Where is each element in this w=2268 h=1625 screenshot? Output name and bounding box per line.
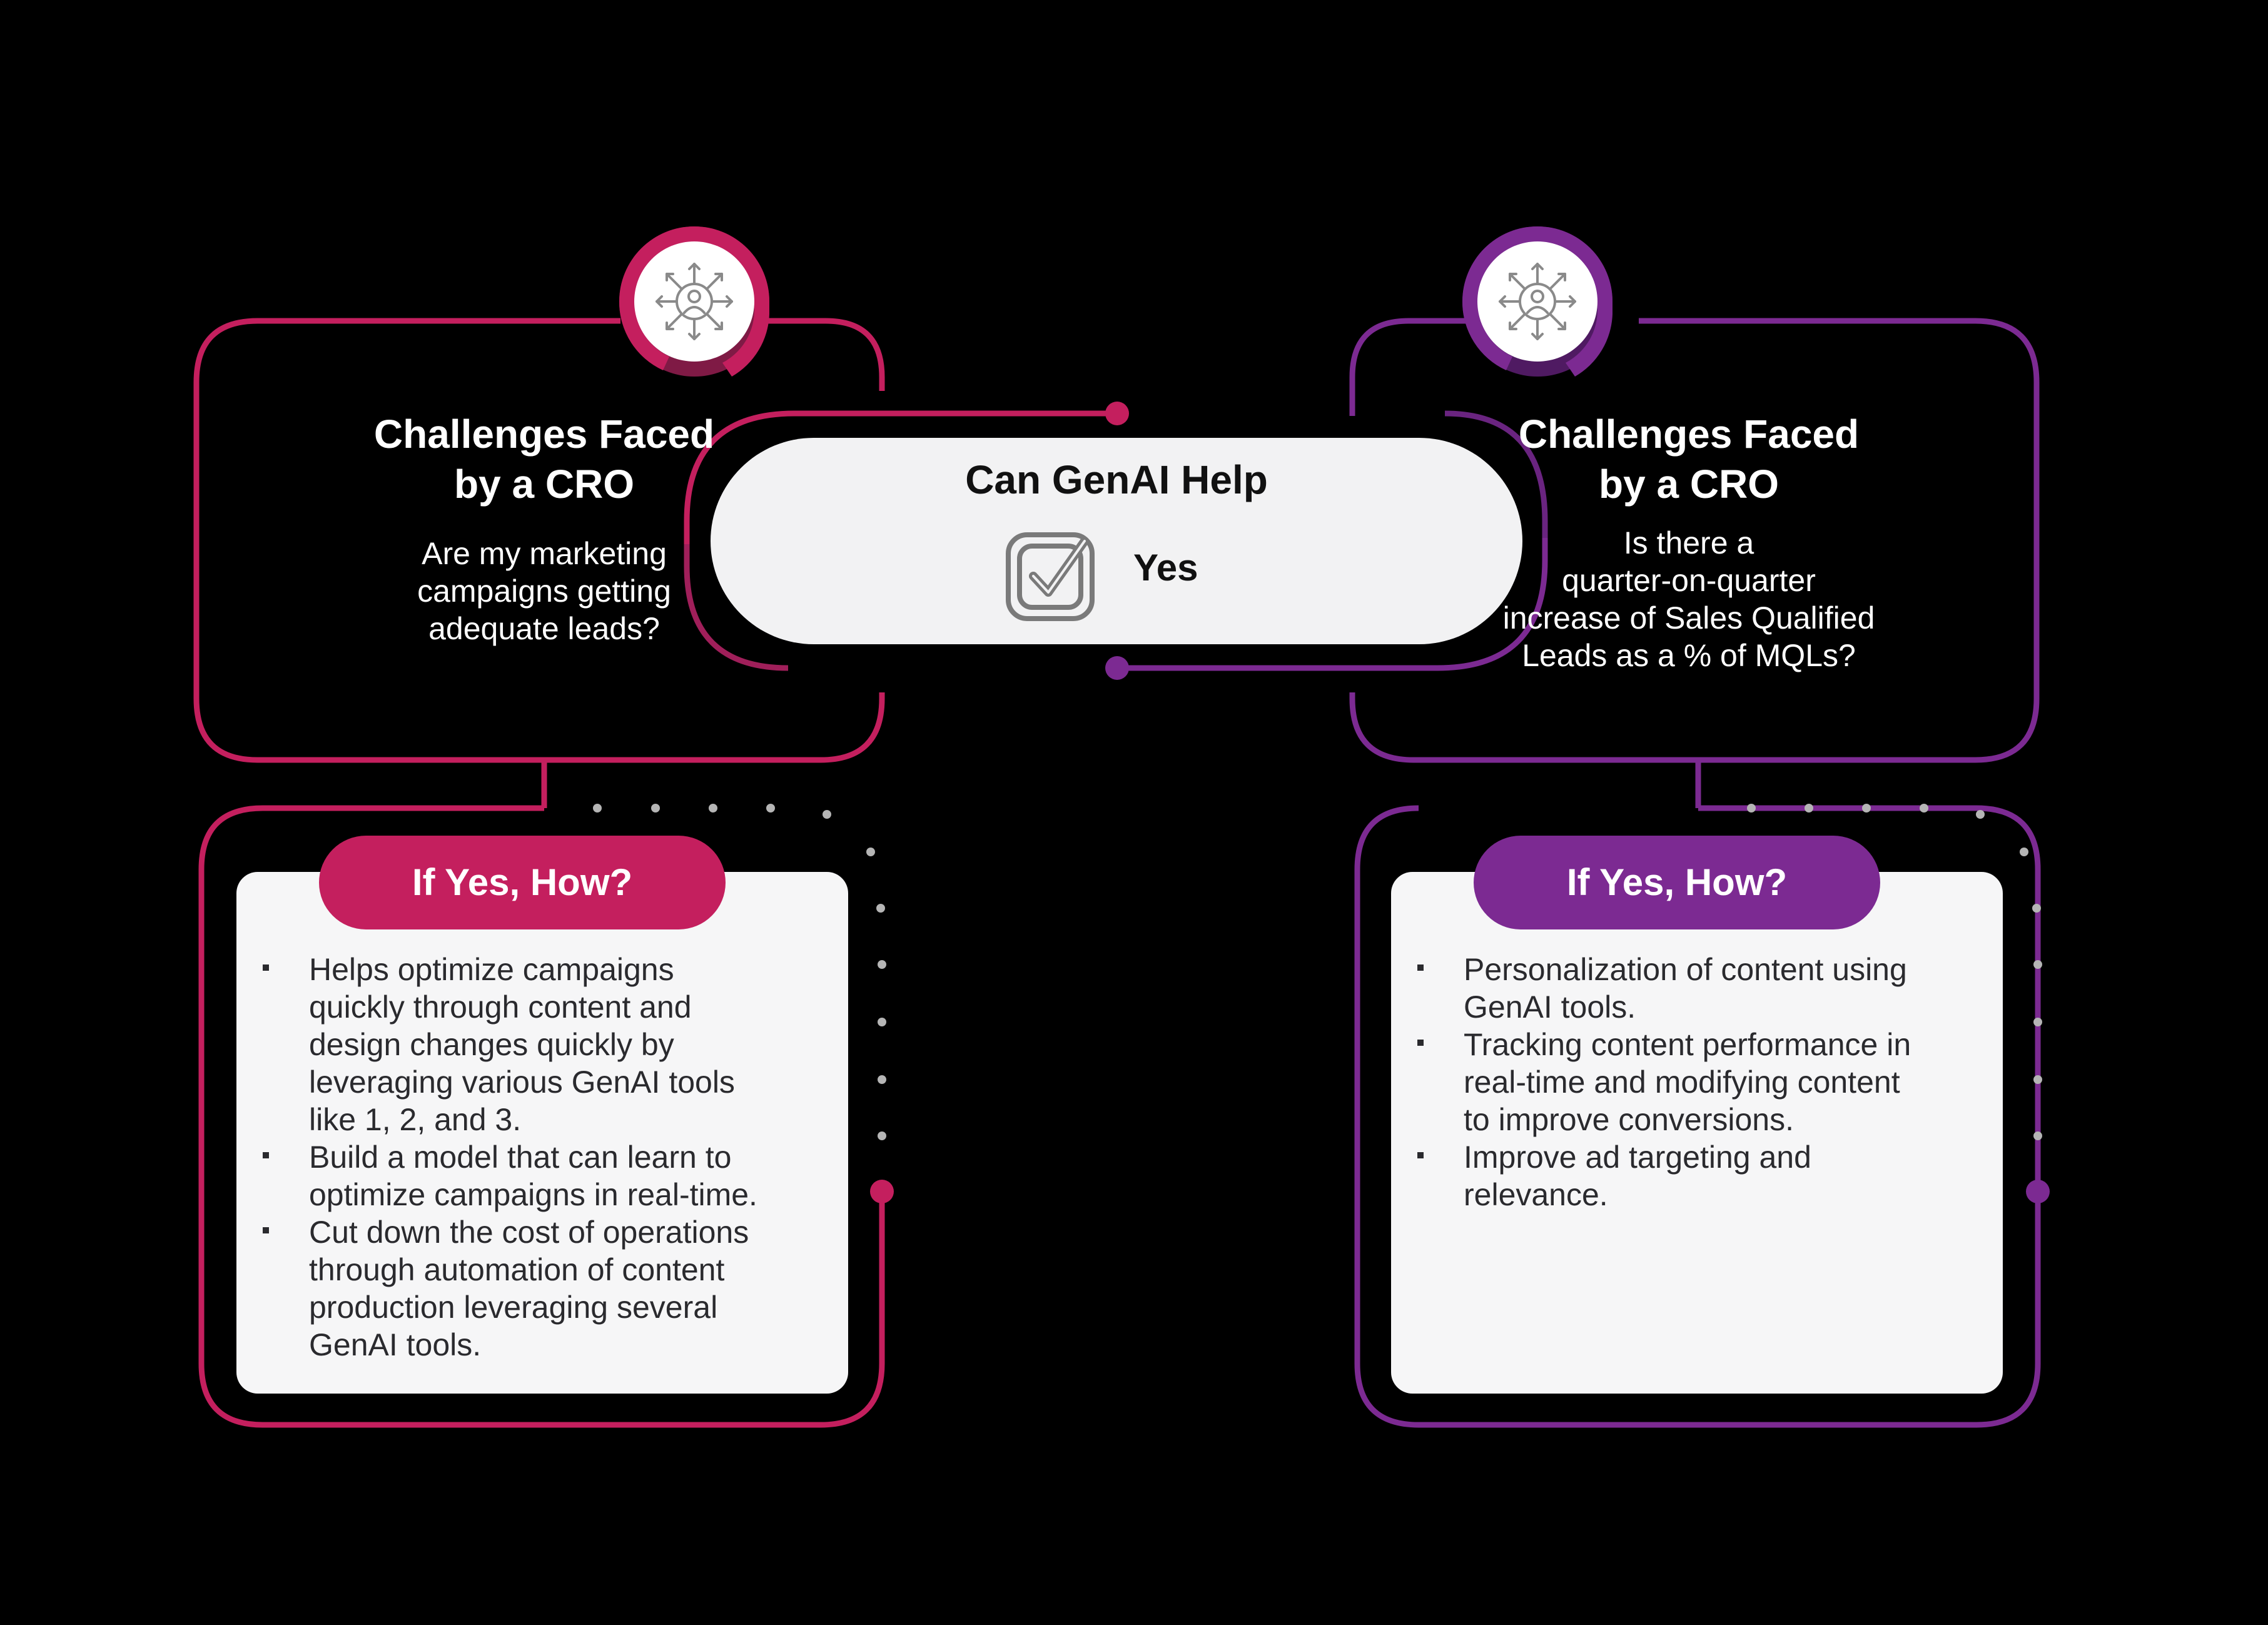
center-answer: Yes xyxy=(1133,547,1198,589)
list-item: Tracking content performance in real-tim… xyxy=(1417,1026,1999,1138)
list-item: Cut down the cost of operations through … xyxy=(263,1213,844,1364)
bullet-icon xyxy=(1417,1040,1424,1046)
left-how-frame xyxy=(198,805,885,1428)
right-how-endpoint xyxy=(2026,1180,2050,1203)
center-track-top xyxy=(684,410,1117,544)
checkbox-check-icon xyxy=(1006,532,1095,621)
bullet-icon xyxy=(263,1227,269,1233)
center-top-endpoint xyxy=(1105,402,1129,425)
right-bullet-list: Personalization of content using GenAI t… xyxy=(1417,951,1999,1213)
right-how-pill: If Yes, How? xyxy=(1474,836,1880,929)
left-question: Are my marketing campaigns getting adequ… xyxy=(417,536,671,646)
bullet-icon xyxy=(1417,1152,1424,1158)
left-challenge-frame xyxy=(193,318,885,763)
bullet-text: Improve ad targeting and relevance. xyxy=(1464,1140,1811,1212)
bullet-text: Cut down the cost of operations through … xyxy=(309,1215,749,1362)
center-bottom-endpoint xyxy=(1105,656,1129,680)
person-network-icon xyxy=(656,263,733,340)
left-how-endpoint xyxy=(870,1180,894,1203)
bullet-icon xyxy=(263,964,269,971)
bullet-text: Tracking content performance in real-tim… xyxy=(1464,1027,1911,1137)
right-how-frame xyxy=(1354,805,2041,1428)
person-network-icon xyxy=(1499,263,1576,340)
left-dotted-path xyxy=(593,804,886,1140)
list-item: Helps optimize campaigns quickly through… xyxy=(263,951,844,1138)
bullet-text: Build a model that can learn to optimize… xyxy=(309,1140,757,1212)
right-dotted-path xyxy=(1747,804,2042,1140)
left-title: Challenges Faced by a CRO xyxy=(373,412,715,507)
center-track-bottom xyxy=(1117,538,1548,671)
bullet-text: Personalization of content using GenAI t… xyxy=(1464,952,1907,1025)
right-how-card: Personalization of content using GenAI t… xyxy=(1391,872,2003,1394)
bullet-icon xyxy=(1417,964,1424,971)
bullet-icon xyxy=(263,1152,269,1158)
left-bullet-list: Helps optimize campaigns quickly through… xyxy=(263,951,844,1364)
right-title: Challenges Faced by a CRO xyxy=(1518,412,1860,507)
center-title: Can GenAI Help xyxy=(965,457,1268,502)
list-item: Build a model that can learn to optimize… xyxy=(263,1138,844,1213)
bullet-text: Helps optimize campaigns quickly through… xyxy=(309,952,735,1137)
list-item: Improve ad targeting and relevance. xyxy=(1417,1138,1999,1213)
right-question: Is there a quarter-on-quarter increase o… xyxy=(1502,525,1875,673)
left-how-card: Helps optimize campaigns quickly through… xyxy=(236,872,848,1394)
list-item: Personalization of content using GenAI t… xyxy=(1417,951,1999,1026)
center-pill xyxy=(711,438,1522,644)
right-challenge-frame xyxy=(1349,318,2040,763)
left-how-pill: If Yes, How? xyxy=(319,836,726,929)
